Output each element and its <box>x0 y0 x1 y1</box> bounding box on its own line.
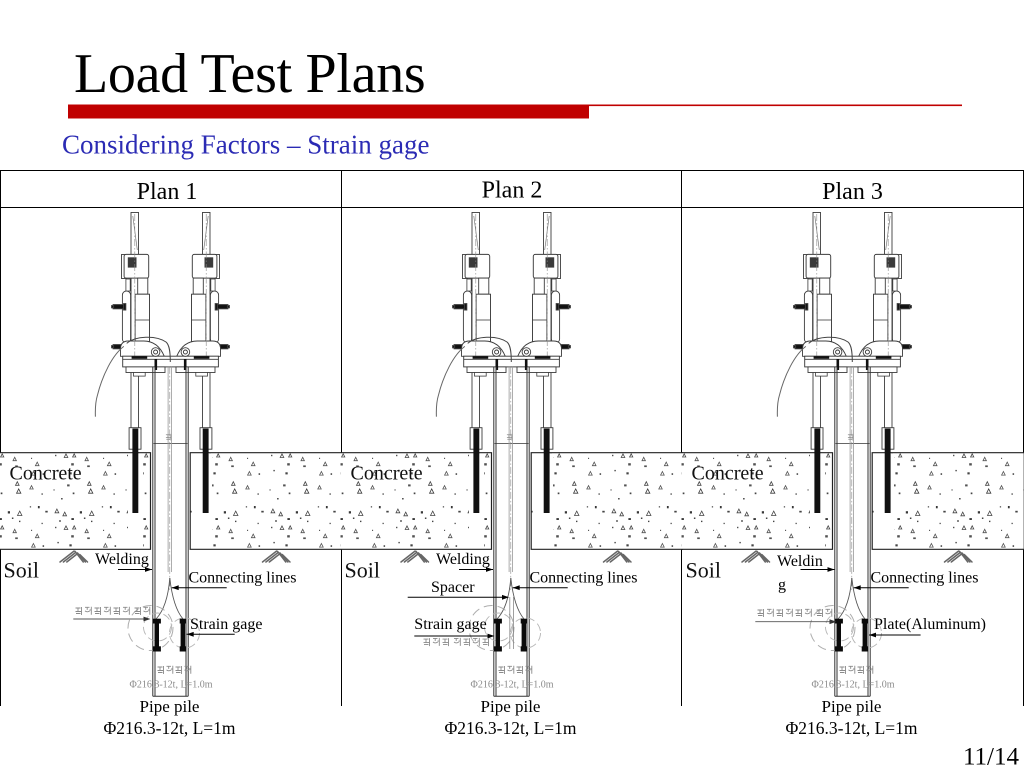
svg-text:Plate(Aluminum): Plate(Aluminum) <box>874 616 986 633</box>
svg-text:g: g <box>778 577 786 594</box>
svg-text:11/14: 11/14 <box>963 744 1020 769</box>
svg-text:Load Test Plans: Load Test Plans <box>74 43 425 105</box>
svg-text:Weldin: Weldin <box>777 553 823 570</box>
svg-text:Spacer: Spacer <box>431 579 475 596</box>
svg-text:Plan 3: Plan 3 <box>822 179 883 205</box>
svg-text:Plan 1: Plan 1 <box>137 179 198 205</box>
svg-text:Strain gage: Strain gage <box>414 616 486 633</box>
svg-text:Strain gage: Strain gage <box>190 616 262 633</box>
svg-text:Welding: Welding <box>95 551 149 568</box>
svg-text:Welding: Welding <box>436 551 490 568</box>
svg-text:Considering Factors – Strain g: Considering Factors – Strain gage <box>62 130 429 160</box>
svg-text:Plan 2: Plan 2 <box>482 178 543 204</box>
